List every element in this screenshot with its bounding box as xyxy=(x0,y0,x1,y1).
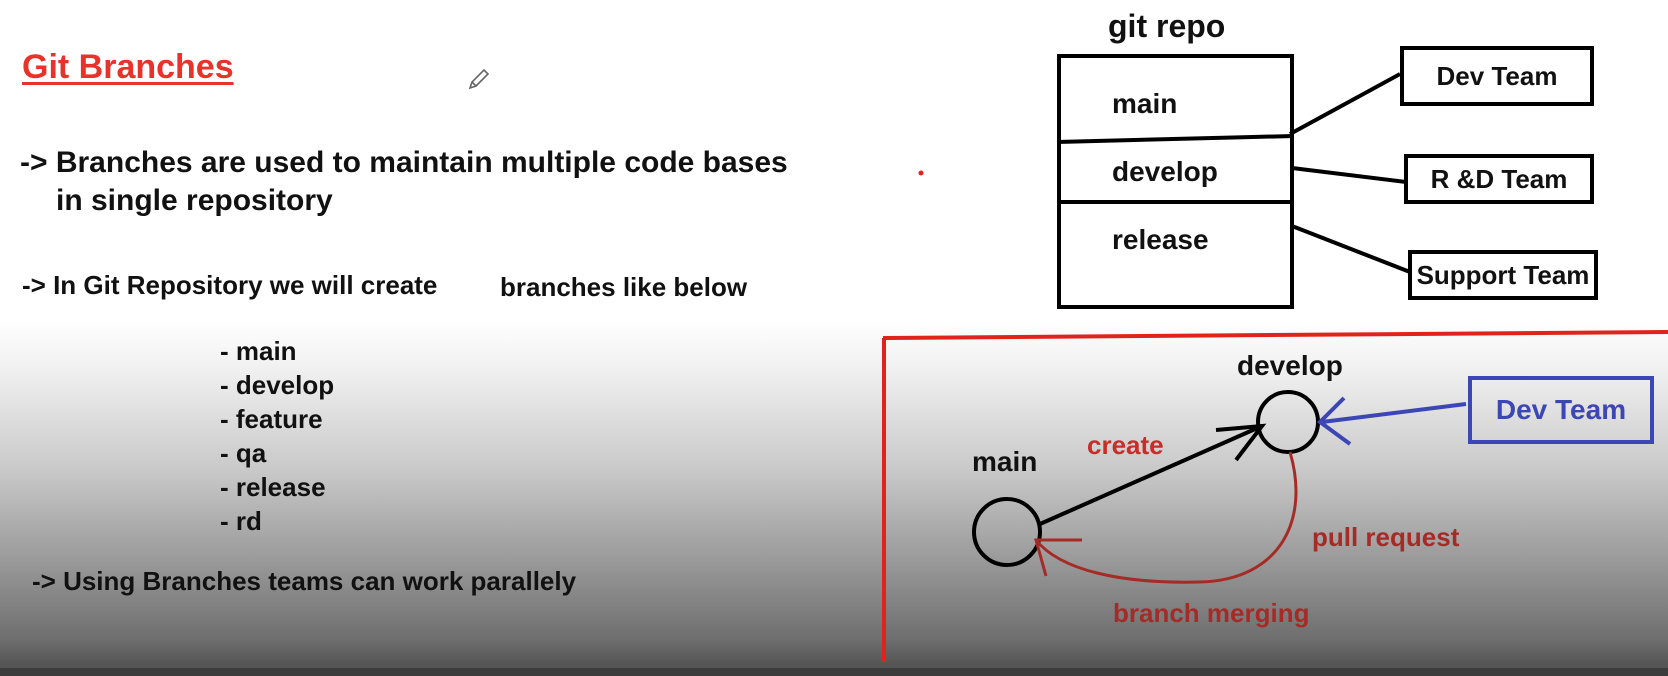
branch-merging-label: branch merging xyxy=(1113,598,1310,628)
bullet-create-branches: -> In Git Repository we will create xyxy=(22,270,438,300)
develop-node-label: develop xyxy=(1237,350,1343,381)
pull-request-label: pull request xyxy=(1312,522,1460,552)
support-team-box: Support Team xyxy=(1408,250,1598,300)
pencil-icon[interactable] xyxy=(466,66,492,92)
red-dot xyxy=(918,170,924,176)
rd-team-box: R &D Team xyxy=(1404,154,1594,204)
create-arrow-head xyxy=(1215,423,1267,462)
main-node xyxy=(972,497,1042,567)
repo-branch-develop: develop xyxy=(1112,156,1218,187)
list-item: - qa xyxy=(220,438,267,468)
bottom-bar xyxy=(0,668,1668,676)
create-arrow-line xyxy=(1039,424,1263,526)
main-node-label: main xyxy=(972,446,1038,477)
list-item: - main xyxy=(220,336,297,366)
bullet-branches-purpose-cont: in single repository xyxy=(56,184,333,217)
list-item: - feature xyxy=(220,404,323,434)
repo-branch-main: main xyxy=(1112,88,1178,119)
connector-release-support xyxy=(1291,224,1411,274)
repo-box xyxy=(1057,54,1294,309)
rd-team-label: R &D Team xyxy=(1430,163,1568,194)
support-team-label: Support Team xyxy=(1416,259,1590,290)
develop-node xyxy=(1256,390,1320,454)
connector-develop-rd xyxy=(1291,166,1407,184)
bullet-parallel-work: -> Using Branches teams can work paralle… xyxy=(32,566,577,596)
dev-team-box: Dev Team xyxy=(1400,46,1594,106)
bullet-create-branches-cont: branches like below xyxy=(500,272,748,302)
repo-branch-release: release xyxy=(1112,224,1209,255)
dev-team-arrow-line xyxy=(1321,402,1467,424)
connector-main-dev xyxy=(1289,72,1401,136)
dev-team-blue-label: Dev Team xyxy=(1495,394,1627,425)
create-label: create xyxy=(1087,430,1164,460)
slide-title: Git Branches xyxy=(22,48,234,86)
repo-title: git repo xyxy=(1108,8,1226,44)
merge-arrow-head xyxy=(1034,538,1082,577)
merge-curve xyxy=(1034,451,1298,584)
branch-list: - main - develop - feature - qa - releas… xyxy=(220,334,334,538)
dev-team-arrow-head xyxy=(1316,396,1352,446)
bullet-branches-purpose: -> Branches are used to maintain multipl… xyxy=(20,146,788,179)
list-item: - rd xyxy=(220,506,262,536)
list-item: - develop xyxy=(220,370,335,400)
dev-team-blue-box: Dev Team xyxy=(1468,376,1654,444)
repo-divider-1 xyxy=(1056,134,1295,144)
red-frame-top xyxy=(882,330,1668,340)
dev-team-label: Dev Team xyxy=(1436,60,1558,91)
list-item: - release xyxy=(220,472,326,502)
